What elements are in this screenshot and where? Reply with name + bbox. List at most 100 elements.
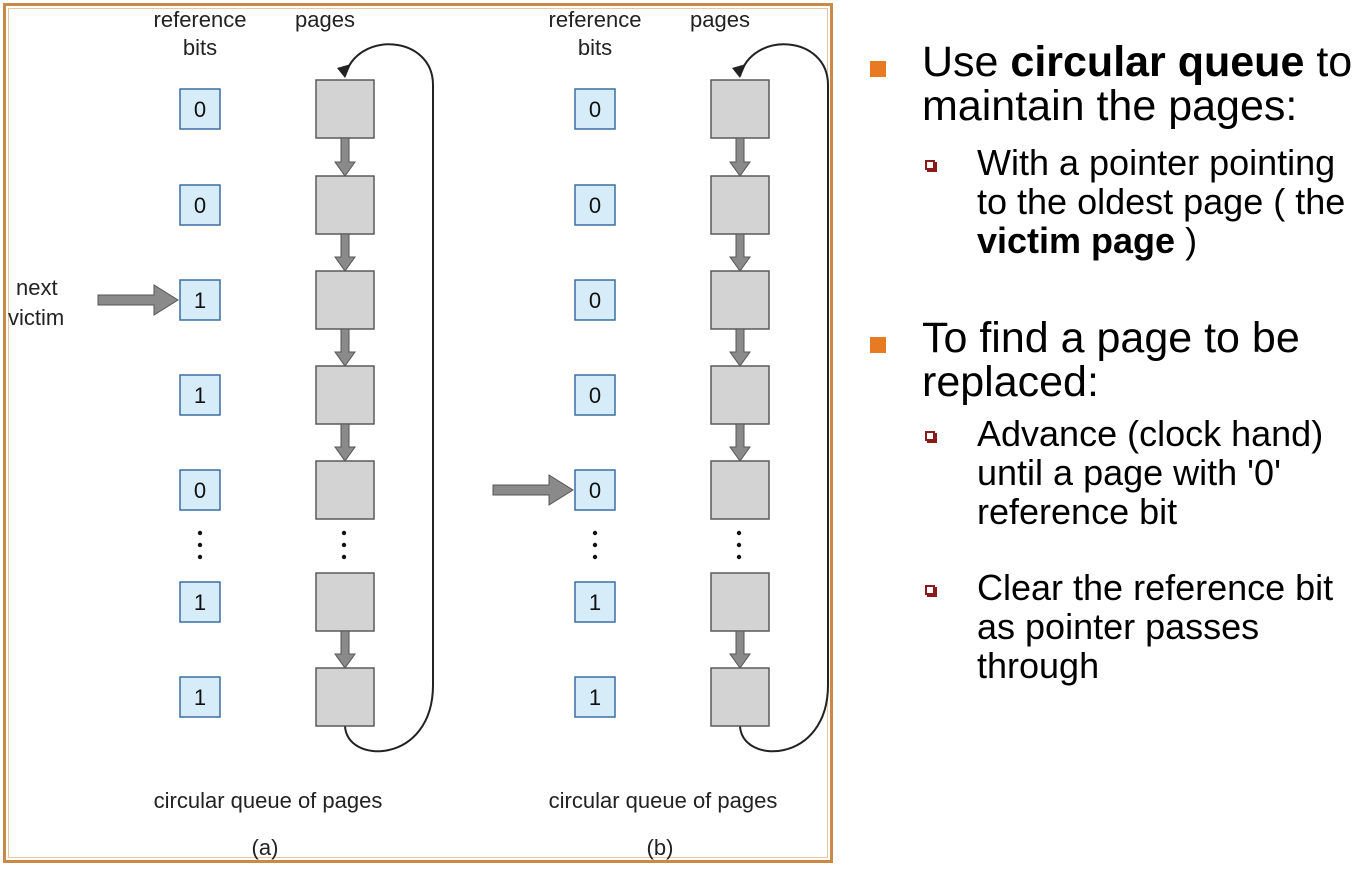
ellipsis-dot xyxy=(197,530,203,536)
reference-bit-value: 0 xyxy=(589,478,601,503)
page-box xyxy=(315,365,375,425)
ellipsis-dot xyxy=(736,542,742,548)
reference-bit-box xyxy=(179,469,221,511)
reference-bit-box xyxy=(179,374,221,416)
reference-bit-value: 1 xyxy=(194,685,206,710)
subbullet-text: Advance (clock hand) until a page with '… xyxy=(977,413,1324,532)
down-arrow-icon xyxy=(334,423,356,462)
subbullet-text: ) xyxy=(1175,220,1198,261)
reference-bits-header: reference xyxy=(549,7,642,32)
hollow-square-bullet-icon xyxy=(925,160,937,172)
bullet-circular-queue: Use circular queue to maintain the pages… xyxy=(866,40,1366,128)
subbullet-clear: Clear the reference bit as pointer passe… xyxy=(866,568,1366,685)
page-box xyxy=(315,667,375,727)
reference-bit-box xyxy=(574,676,616,718)
ellipsis-dot xyxy=(592,554,598,560)
subbullet-advance: Advance (clock hand) until a page with '… xyxy=(866,414,1366,531)
reference-bit-box xyxy=(179,88,221,130)
page-box xyxy=(315,460,375,520)
reference-bit-value: 0 xyxy=(589,193,601,218)
ellipsis-dot xyxy=(736,554,742,560)
bullet-text: Use xyxy=(922,38,1011,86)
bullet-square-icon xyxy=(870,61,886,77)
reference-bit-value: 0 xyxy=(589,288,601,313)
down-arrow-icon xyxy=(729,233,751,272)
bullet-find-page: To find a page to be replaced: xyxy=(866,316,1366,404)
pointer-arrow-icon xyxy=(97,284,179,316)
reference-bit-box xyxy=(574,581,616,623)
bullet-bold-text: circular queue xyxy=(1010,38,1305,86)
page-box xyxy=(315,79,375,139)
reference-bit-box xyxy=(574,88,616,130)
reference-bit-value: 0 xyxy=(589,97,601,122)
queue-caption: circular queue of pages xyxy=(549,788,778,813)
page-box xyxy=(710,460,770,520)
reference-bits-header: bits xyxy=(183,35,217,60)
subbullet-pointer: With a pointer pointing to the oldest pa… xyxy=(866,143,1366,260)
bullet-list: Use circular queue to maintain the pages… xyxy=(866,40,1366,685)
reference-bit-value: 1 xyxy=(194,288,206,313)
panel-label: (b) xyxy=(647,835,674,860)
ellipsis-dot xyxy=(736,530,742,536)
down-arrow-icon xyxy=(729,328,751,367)
ellipsis-dot xyxy=(592,542,598,548)
next-victim-label: victim xyxy=(8,305,64,330)
down-arrow-icon xyxy=(334,630,356,669)
subbullet-text: Clear the reference bit as pointer passe… xyxy=(977,567,1334,686)
pointer-arrow-icon xyxy=(492,474,574,506)
subbullet-bold-text: victim page xyxy=(977,220,1176,261)
down-arrow-icon xyxy=(334,328,356,367)
loop-arrowhead-icon xyxy=(337,64,351,78)
reference-bit-box xyxy=(179,184,221,226)
reference-bit-value: 0 xyxy=(194,193,206,218)
reference-bit-value: 1 xyxy=(589,590,601,615)
ellipsis-dot xyxy=(341,554,347,560)
reference-bit-box xyxy=(179,279,221,321)
reference-bit-value: 0 xyxy=(589,383,601,408)
page-box xyxy=(710,270,770,330)
reference-bits-header: bits xyxy=(578,35,612,60)
page-box xyxy=(710,572,770,632)
down-arrow-icon xyxy=(729,630,751,669)
down-arrow-icon xyxy=(729,423,751,462)
page-box xyxy=(710,365,770,425)
reference-bit-box xyxy=(179,676,221,718)
reference-bit-box xyxy=(574,279,616,321)
reference-bits-header: reference xyxy=(154,7,247,32)
figure-frame xyxy=(3,3,833,863)
subbullet-text: With a pointer pointing to the oldest pa… xyxy=(977,142,1346,222)
reference-bit-box xyxy=(574,184,616,226)
page-box xyxy=(315,175,375,235)
page-box xyxy=(710,175,770,235)
reference-bit-box xyxy=(179,581,221,623)
reference-bit-value: 1 xyxy=(194,590,206,615)
pages-header: pages xyxy=(295,7,355,32)
down-arrow-icon xyxy=(334,137,356,177)
page-box xyxy=(710,667,770,727)
bullet-text: To find a page to be replaced: xyxy=(922,314,1300,406)
loop-back-arrow xyxy=(344,43,434,753)
panel-label: (a) xyxy=(252,835,279,860)
hollow-square-bullet-icon xyxy=(925,431,937,443)
next-victim-label: next xyxy=(16,275,58,300)
reference-bit-value: 1 xyxy=(194,383,206,408)
reference-bit-value: 1 xyxy=(589,685,601,710)
ellipsis-dot xyxy=(592,530,598,536)
page-box xyxy=(315,270,375,330)
loop-back-arrow xyxy=(739,43,829,753)
ellipsis-dot xyxy=(197,554,203,560)
pages-header: pages xyxy=(690,7,750,32)
ellipsis-dot xyxy=(341,530,347,536)
down-arrow-icon xyxy=(334,233,356,272)
reference-bit-value: 0 xyxy=(194,97,206,122)
bullet-square-icon xyxy=(870,337,886,353)
page-replacement-diagram: reference bits pages 0 0 1 1 0 1 1 next victim circu… xyxy=(8,7,829,860)
ellipsis-dot xyxy=(197,542,203,548)
page-box xyxy=(315,572,375,632)
hollow-square-bullet-icon xyxy=(925,585,937,597)
reference-bit-box xyxy=(574,469,616,511)
ellipsis-dot xyxy=(341,542,347,548)
page-box xyxy=(710,79,770,139)
queue-caption: circular queue of pages xyxy=(154,788,383,813)
bullet-text: to maintain the pages: xyxy=(922,38,1353,130)
